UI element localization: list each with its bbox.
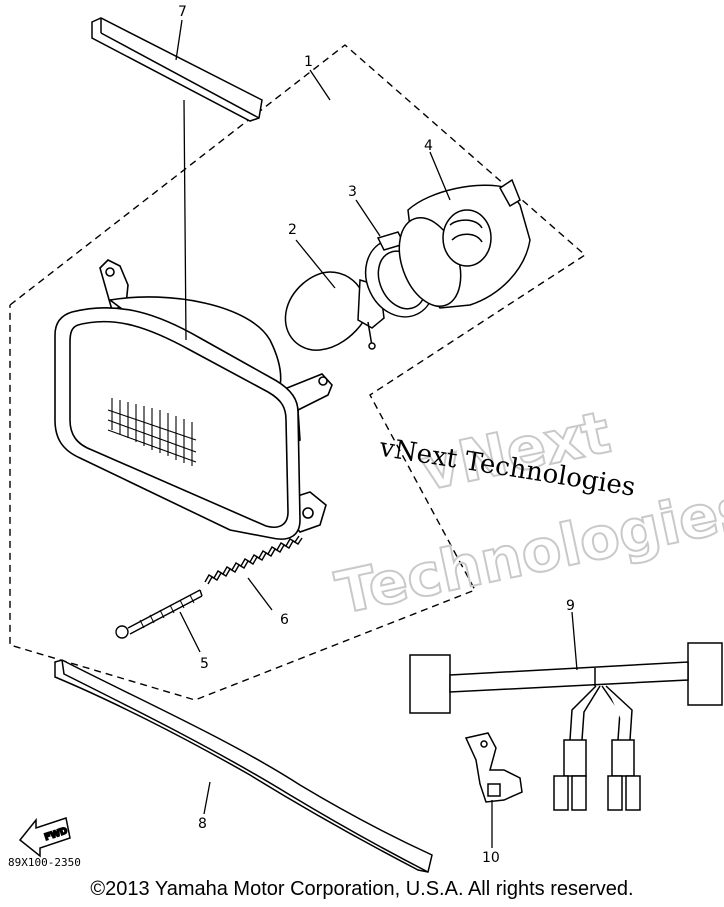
diagram-code: 89X100-2350 <box>8 856 81 869</box>
assembly-dashed-outline <box>9 44 587 701</box>
part-10-connector-clip <box>464 732 523 803</box>
part-9-wire-harness <box>409 642 723 811</box>
forward-arrow-icon: FWD <box>18 817 71 858</box>
callout-10: 10 <box>482 850 500 866</box>
part-7-reflector-strip <box>91 17 263 122</box>
callout-3: 3 <box>348 184 357 200</box>
part-5-screw <box>115 589 203 639</box>
callout-4: 4 <box>424 138 433 154</box>
callout-6: 6 <box>280 612 289 628</box>
callout-9: 9 <box>566 598 575 614</box>
watermark: vNext Technologies vNext Technologies <box>329 397 724 629</box>
callout-2: 2 <box>288 222 297 238</box>
part-4-rear-cover <box>398 178 531 309</box>
part-8-trim-strip <box>54 659 433 873</box>
callout-8: 8 <box>198 816 207 832</box>
parts-diagram: FWD 1 2 3 4 5 6 7 8 9 10 vNext Technolog… <box>8 4 724 873</box>
part-6-spring <box>204 535 303 585</box>
callout-leader-lines <box>175 19 578 848</box>
callout-1: 1 <box>304 54 313 70</box>
part-1-headlight-unit <box>54 259 333 540</box>
copyright-notice: ©2013 Yamaha Motor Corporation, U.S.A. A… <box>90 878 634 900</box>
watermark-outline-line2: Technologies <box>330 473 724 627</box>
callout-5: 5 <box>200 656 209 672</box>
callout-7: 7 <box>178 4 187 20</box>
